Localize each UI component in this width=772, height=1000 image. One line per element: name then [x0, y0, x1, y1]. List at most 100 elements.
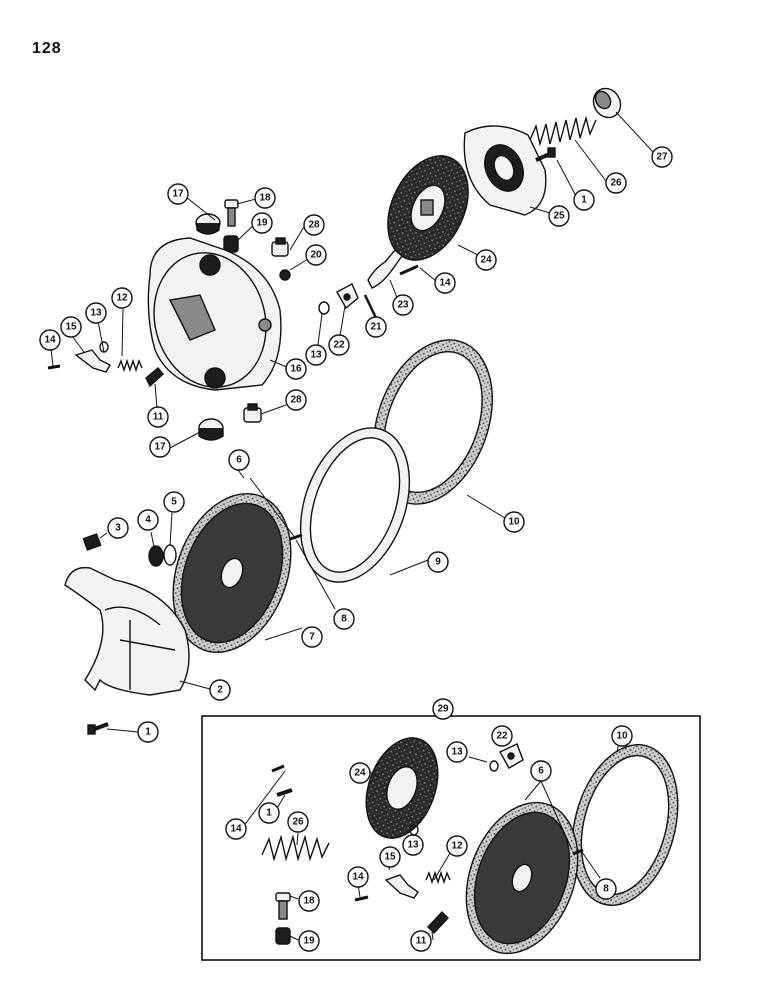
part-2-cover: [64, 566, 190, 696]
callout-2: 2: [209, 679, 231, 701]
svg-text:24: 24: [480, 255, 492, 266]
svg-text:6: 6: [538, 766, 544, 777]
svg-text:28: 28: [308, 220, 320, 231]
part-14-screw: [399, 264, 419, 276]
callout-7: 7: [301, 626, 323, 648]
callout-17-lower: 17: [149, 436, 171, 458]
svg-text:29: 29: [437, 704, 449, 715]
svg-text:20: 20: [310, 250, 322, 261]
callout-14-left: 14: [39, 329, 61, 351]
callout-21: 21: [365, 316, 387, 338]
part-24-diaphragm: [387, 155, 469, 261]
svg-text:17: 17: [154, 442, 166, 453]
callout-13-kit: 13: [446, 741, 468, 763]
part-3-nut: [82, 533, 102, 551]
callout-12-kit: 12: [446, 835, 468, 857]
svg-text:4: 4: [145, 515, 151, 526]
part-23-lever: [367, 249, 403, 289]
callout-25: 25: [548, 205, 570, 227]
callout-11-kit: 11: [410, 930, 432, 952]
svg-text:26: 26: [610, 178, 622, 189]
part-28-plug-lower: [243, 403, 262, 423]
part-25-cover: [463, 125, 547, 216]
svg-text:26: 26: [292, 817, 304, 828]
part-1-bolt-lower: [87, 722, 109, 735]
part-19-spring: [223, 235, 239, 253]
callout-19: 19: [251, 212, 273, 234]
svg-text:5: 5: [171, 497, 177, 508]
callout-9: 9: [427, 551, 449, 573]
svg-text:7: 7: [309, 632, 315, 643]
callout-18-kit: 18: [298, 890, 320, 912]
svg-text:19: 19: [256, 218, 268, 229]
svg-text:17: 17: [172, 189, 184, 200]
svg-text:11: 11: [153, 412, 164, 423]
callout-27: 27: [651, 146, 673, 168]
kit-part-1-bolt: [276, 788, 293, 797]
callout-28: 28: [303, 214, 325, 236]
part-16-housing: [147, 237, 282, 391]
svg-text:21: 21: [370, 322, 382, 333]
part-21-pin: [363, 294, 378, 319]
svg-text:23: 23: [397, 300, 409, 311]
kit-part-14-screw: [271, 764, 285, 773]
svg-text:19: 19: [303, 936, 315, 947]
kit-part-12-spring: [425, 870, 451, 885]
page-number: 128: [32, 40, 62, 57]
part-14-screw-left: [47, 364, 61, 370]
part-7-disc: [172, 492, 292, 654]
callout-24: 24: [475, 249, 497, 271]
svg-text:12: 12: [116, 293, 128, 304]
callout-10-kit: 10: [611, 725, 633, 747]
part-5-snap-ring: [163, 544, 177, 566]
svg-text:10: 10: [508, 517, 520, 528]
callout-23: 23: [392, 294, 414, 316]
callout-11: 11: [147, 406, 169, 428]
svg-text:9: 9: [435, 557, 441, 568]
part-1-bolt: [535, 147, 556, 162]
part-15-arm: [74, 349, 111, 373]
svg-text:15: 15: [384, 852, 396, 863]
callout-15: 15: [60, 316, 82, 338]
callout-26: 26: [605, 172, 627, 194]
callout-8: 8: [333, 608, 355, 630]
svg-text:3: 3: [115, 523, 121, 534]
callout-16: 16: [285, 358, 307, 380]
svg-text:16: 16: [290, 364, 302, 375]
svg-text:1: 1: [145, 727, 151, 738]
callout-13-left: 13: [85, 302, 107, 324]
part-20-nut: [279, 269, 291, 281]
svg-text:13: 13: [90, 308, 102, 319]
kit-part-19-spring: [275, 927, 291, 945]
callout-17: 17: [167, 183, 189, 205]
part-17-plug: [195, 213, 221, 235]
kit-part-14-screw-2: [354, 895, 369, 902]
svg-text:10: 10: [616, 731, 628, 742]
kit-part-26-spring: [261, 834, 330, 862]
svg-text:22: 22: [333, 340, 345, 351]
callout-1-lower: 1: [137, 721, 159, 743]
part-9-plate: [299, 427, 411, 583]
callout-13-kit-2: 13: [402, 834, 424, 856]
svg-text:22: 22: [496, 731, 508, 742]
callout-6-kit: 6: [530, 760, 552, 782]
svg-text:2: 2: [217, 685, 223, 696]
kit-part-11-screw: [427, 910, 449, 935]
svg-text:8: 8: [603, 884, 609, 895]
part-22-bracket: [336, 283, 359, 310]
svg-text:24: 24: [354, 768, 366, 779]
svg-text:14: 14: [230, 824, 242, 835]
svg-text:12: 12: [451, 841, 463, 852]
callout-8-kit: 8: [595, 878, 617, 900]
part-26-spring: [529, 115, 597, 147]
svg-text:25: 25: [553, 211, 565, 222]
callout-28-lower: 28: [285, 389, 307, 411]
callout-22-kit: 22: [491, 725, 513, 747]
svg-text:14: 14: [44, 335, 56, 346]
callout-12: 12: [111, 287, 133, 309]
callout-14: 14: [434, 272, 456, 294]
part-28-plug: [271, 237, 289, 257]
callout-15-kit: 15: [379, 846, 401, 868]
svg-text:15: 15: [65, 322, 77, 333]
